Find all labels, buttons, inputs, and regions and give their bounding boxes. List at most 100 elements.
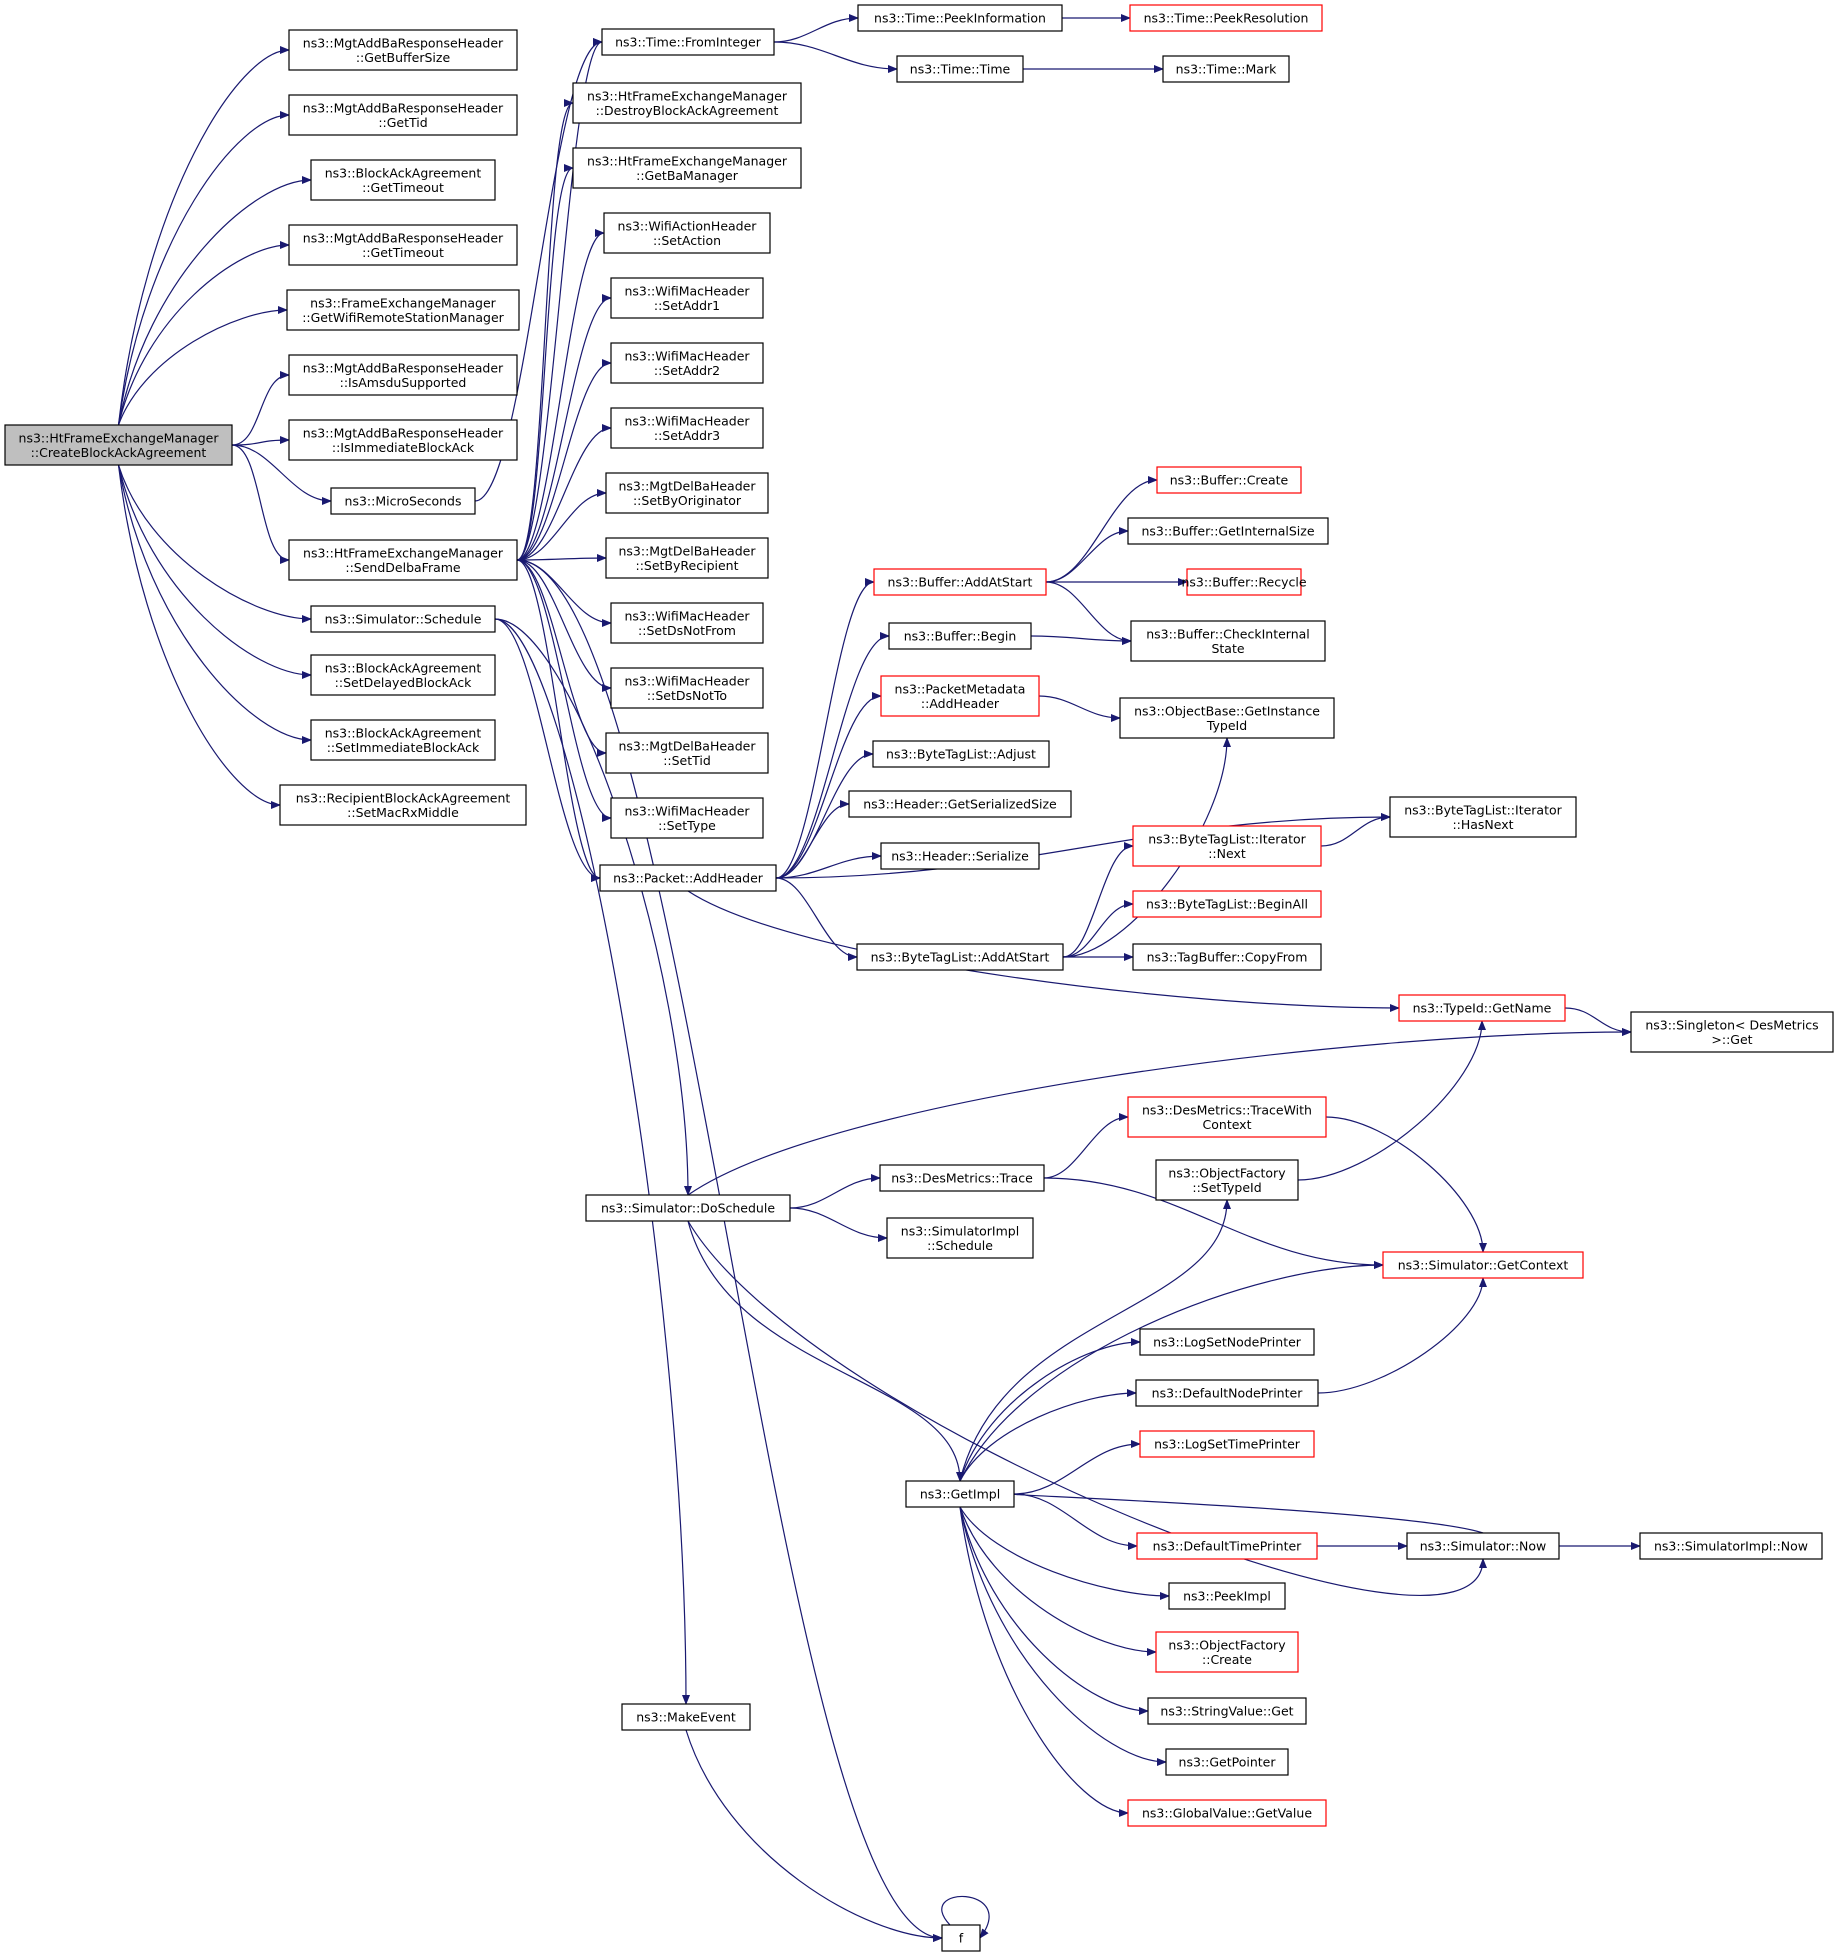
node-peekimpl[interactable]: ns3::PeekImpl xyxy=(1168,1582,1286,1610)
node-root[interactable]: ns3::HtFrameExchangeManager::CreateBlock… xyxy=(4,424,233,466)
node-buf_addatstart[interactable]: ns3::Buffer::AddAtStart xyxy=(873,568,1047,596)
node-setimmediate[interactable]: ns3::BlockAckAgreement::SetImmediateBloc… xyxy=(310,719,496,761)
node-label-setbyorig-1: ::SetByOriginator xyxy=(633,493,742,508)
node-desm_trace[interactable]: ns3::DesMetrics::Trace xyxy=(879,1164,1045,1192)
node-buf_create[interactable]: ns3::Buffer::Create xyxy=(1156,466,1302,494)
node-of_settypeid[interactable]: ns3::ObjectFactory::SetTypeId xyxy=(1155,1159,1299,1201)
node-label-setaction-1: ::SetAction xyxy=(653,233,721,248)
node-setaddr3[interactable]: ns3::WifiMacHeader::SetAddr3 xyxy=(610,407,764,449)
node-senddelba[interactable]: ns3::HtFrameExchangeManager::SendDelbaFr… xyxy=(288,539,518,581)
node-setmacrx[interactable]: ns3::RecipientBlockAckAgreement::SetMacR… xyxy=(279,784,527,826)
node-btl_adjust[interactable]: ns3::ByteTagList::Adjust xyxy=(872,740,1050,768)
node-peekres[interactable]: ns3::Time::PeekResolution xyxy=(1129,4,1323,32)
node-label-getwifiremote-1: ::GetWifiRemoteStationManager xyxy=(302,310,504,325)
call-edge-pm_addheader-to-ob_getinstance xyxy=(1038,695,1121,722)
node-label-resp_gettimeout-1: ::GetTimeout xyxy=(362,245,444,260)
node-typeid_getname[interactable]: ns3::TypeId::GetName xyxy=(1398,994,1566,1022)
node-hdr_serialize[interactable]: ns3::Header::Serialize xyxy=(880,842,1040,870)
node-label-settid-0: ns3::MgtDelBaHeader xyxy=(619,738,757,753)
node-btl_it_next[interactable]: ns3::ByteTagList::Iterator::Next xyxy=(1132,825,1322,867)
node-btl_beginall[interactable]: ns3::ByteTagList::BeginAll xyxy=(1132,890,1322,918)
call-edge-addheader-to-hdr_serialize xyxy=(775,852,882,879)
node-setdsnotto[interactable]: ns3::WifiMacHeader::SetDsNotTo xyxy=(610,667,764,709)
node-getwifiremote[interactable]: ns3::FrameExchangeManager::GetWifiRemote… xyxy=(286,289,520,331)
node-defaulttime[interactable]: ns3::DefaultTimePrinter xyxy=(1136,1532,1318,1560)
node-singleton_get[interactable]: ns3::Singleton< DesMetrics>::Get xyxy=(1630,1011,1834,1053)
node-setdsnotfrom[interactable]: ns3::WifiMacHeader::SetDsNotFrom xyxy=(610,602,764,644)
node-peekinfo[interactable]: ns3::Time::PeekInformation xyxy=(857,4,1063,32)
node-label-btl_it_hasnext-0: ns3::ByteTagList::Iterator xyxy=(1404,802,1562,817)
node-ba_gettimeout[interactable]: ns3::BlockAckAgreement::GetTimeout xyxy=(310,159,496,201)
node-settype[interactable]: ns3::WifiMacHeader::SetType xyxy=(610,797,764,839)
node-addheader[interactable]: ns3::Packet::AddHeader xyxy=(599,864,777,892)
node-label-setimmediate-1: ::SetImmediateBlockAck xyxy=(327,740,480,755)
node-setaction[interactable]: ns3::WifiActionHeader::SetAction xyxy=(603,212,771,254)
node-resp_gettimeout[interactable]: ns3::MgtAddBaResponseHeader::GetTimeout xyxy=(288,224,518,266)
node-hdr_getsersize[interactable]: ns3::Header::GetSerializedSize xyxy=(848,790,1072,818)
node-microseconds[interactable]: ns3::MicroSeconds xyxy=(330,487,476,515)
node-destroyba[interactable]: ns3::HtFrameExchangeManager::DestroyBloc… xyxy=(572,82,802,124)
node-settid[interactable]: ns3::MgtDelBaHeader::SetTid xyxy=(605,732,769,774)
node-setbyorig[interactable]: ns3::MgtDelBaHeader::SetByOriginator xyxy=(605,472,769,514)
node-frominteger[interactable]: ns3::Time::FromInteger xyxy=(601,28,775,56)
node-setdelayed[interactable]: ns3::BlockAckAgreement::SetDelayedBlockA… xyxy=(310,654,496,696)
node-box-defaulttime xyxy=(1136,1532,1318,1560)
node-doschedule[interactable]: ns3::Simulator::DoSchedule xyxy=(585,1194,791,1222)
node-box-defaultnode xyxy=(1135,1379,1319,1407)
node-label-btl_adjust-0: ns3::ByteTagList::Adjust xyxy=(886,747,1036,762)
node-simimpl_now[interactable]: ns3::SimulatorImpl::Now xyxy=(1639,1532,1823,1560)
node-buf_getinternal[interactable]: ns3::Buffer::GetInternalSize xyxy=(1127,517,1329,545)
node-schedule[interactable]: ns3::Simulator::Schedule xyxy=(310,605,496,633)
node-logsetnode[interactable]: ns3::LogSetNodePrinter xyxy=(1139,1328,1315,1356)
node-setaddr1[interactable]: ns3::WifiMacHeader::SetAddr1 xyxy=(610,277,764,319)
node-label-makeevent-0: ns3::MakeEvent xyxy=(636,1710,736,1725)
call-edge-getimpl-to-peekimpl xyxy=(959,1506,1170,1600)
node-label-setmacrx-0: ns3::RecipientBlockAckAgreement xyxy=(296,790,511,805)
node-isimmediate[interactable]: ns3::MgtAddBaResponseHeader::IsImmediate… xyxy=(288,419,518,461)
node-isamsdu[interactable]: ns3::MgtAddBaResponseHeader::IsAmsduSupp… xyxy=(288,354,518,396)
node-gettid[interactable]: ns3::MgtAddBaResponseHeader::GetTid xyxy=(288,94,518,136)
node-getimpl[interactable]: ns3::GetImpl xyxy=(905,1480,1015,1508)
node-timetime[interactable]: ns3::Time::Time xyxy=(896,55,1024,83)
node-getpointer[interactable]: ns3::GetPointer xyxy=(1165,1748,1289,1776)
node-label-settype-1: ::SetType xyxy=(658,818,716,833)
node-buf_begin[interactable]: ns3::Buffer::Begin xyxy=(888,622,1032,650)
node-tagbuf_copy[interactable]: ns3::TagBuffer::CopyFrom xyxy=(1132,943,1322,971)
node-defaultnode[interactable]: ns3::DefaultNodePrinter xyxy=(1135,1379,1319,1407)
node-timemark[interactable]: ns3::Time::Mark xyxy=(1162,55,1290,83)
node-sim_now[interactable]: ns3::Simulator::Now xyxy=(1406,1532,1560,1560)
node-setaddr2[interactable]: ns3::WifiMacHeader::SetAddr2 xyxy=(610,342,764,384)
node-makeevent[interactable]: ns3::MakeEvent xyxy=(621,1703,751,1731)
node-stringvalue_get[interactable]: ns3::StringValue::Get xyxy=(1147,1697,1307,1725)
node-box-btl_it_hasnext xyxy=(1389,796,1577,838)
node-getbuffersize[interactable]: ns3::MgtAddBaResponseHeader::GetBufferSi… xyxy=(288,29,518,71)
node-label-setbyrecip-1: ::SetByRecipient xyxy=(635,558,738,573)
node-pm_addheader[interactable]: ns3::PacketMetadata::AddHeader xyxy=(880,675,1040,717)
node-of_create[interactable]: ns3::ObjectFactory::Create xyxy=(1155,1631,1299,1673)
call-edge-senddelba-to-addheader xyxy=(516,559,601,882)
node-buf_recycle[interactable]: ns3::Buffer::Recycle xyxy=(1181,568,1307,596)
node-gv_getvalue[interactable]: ns3::GlobalValue::GetValue xyxy=(1127,1799,1327,1827)
node-logsettime[interactable]: ns3::LogSetTimePrinter xyxy=(1139,1430,1315,1458)
node-box-stringvalue_get xyxy=(1147,1697,1307,1725)
call-edge-btl_addatstart-to-btl_beginall xyxy=(1062,900,1134,958)
node-box-desm_tracewith xyxy=(1127,1096,1327,1138)
node-label-btl_beginall-0: ns3::ByteTagList::BeginAll xyxy=(1146,897,1308,912)
node-sim_getcontext[interactable]: ns3::Simulator::GetContext xyxy=(1382,1251,1584,1279)
node-f[interactable]: f xyxy=(941,1924,981,1952)
node-simimpl_schedule[interactable]: ns3::SimulatorImpl::Schedule xyxy=(886,1217,1034,1259)
node-btl_addatstart[interactable]: ns3::ByteTagList::AddAtStart xyxy=(856,943,1064,971)
call-edge-addheader-to-btl_addatstart xyxy=(775,877,858,961)
node-getbamanager[interactable]: ns3::HtFrameExchangeManager::GetBaManage… xyxy=(572,147,802,189)
node-label-setdelayed-0: ns3::BlockAckAgreement xyxy=(325,660,482,675)
node-btl_it_hasnext[interactable]: ns3::ByteTagList::Iterator::HasNext xyxy=(1389,796,1577,838)
node-box-root xyxy=(4,424,233,466)
node-box-hdr_getsersize xyxy=(848,790,1072,818)
node-label-getwifiremote-0: ns3::FrameExchangeManager xyxy=(310,295,496,310)
node-setbyrecip[interactable]: ns3::MgtDelBaHeader::SetByRecipient xyxy=(605,537,769,579)
call-edge-root-to-isamsdu xyxy=(231,371,290,446)
call-edge-btl_addatstart-to-ob_getinstance xyxy=(1062,737,1231,958)
